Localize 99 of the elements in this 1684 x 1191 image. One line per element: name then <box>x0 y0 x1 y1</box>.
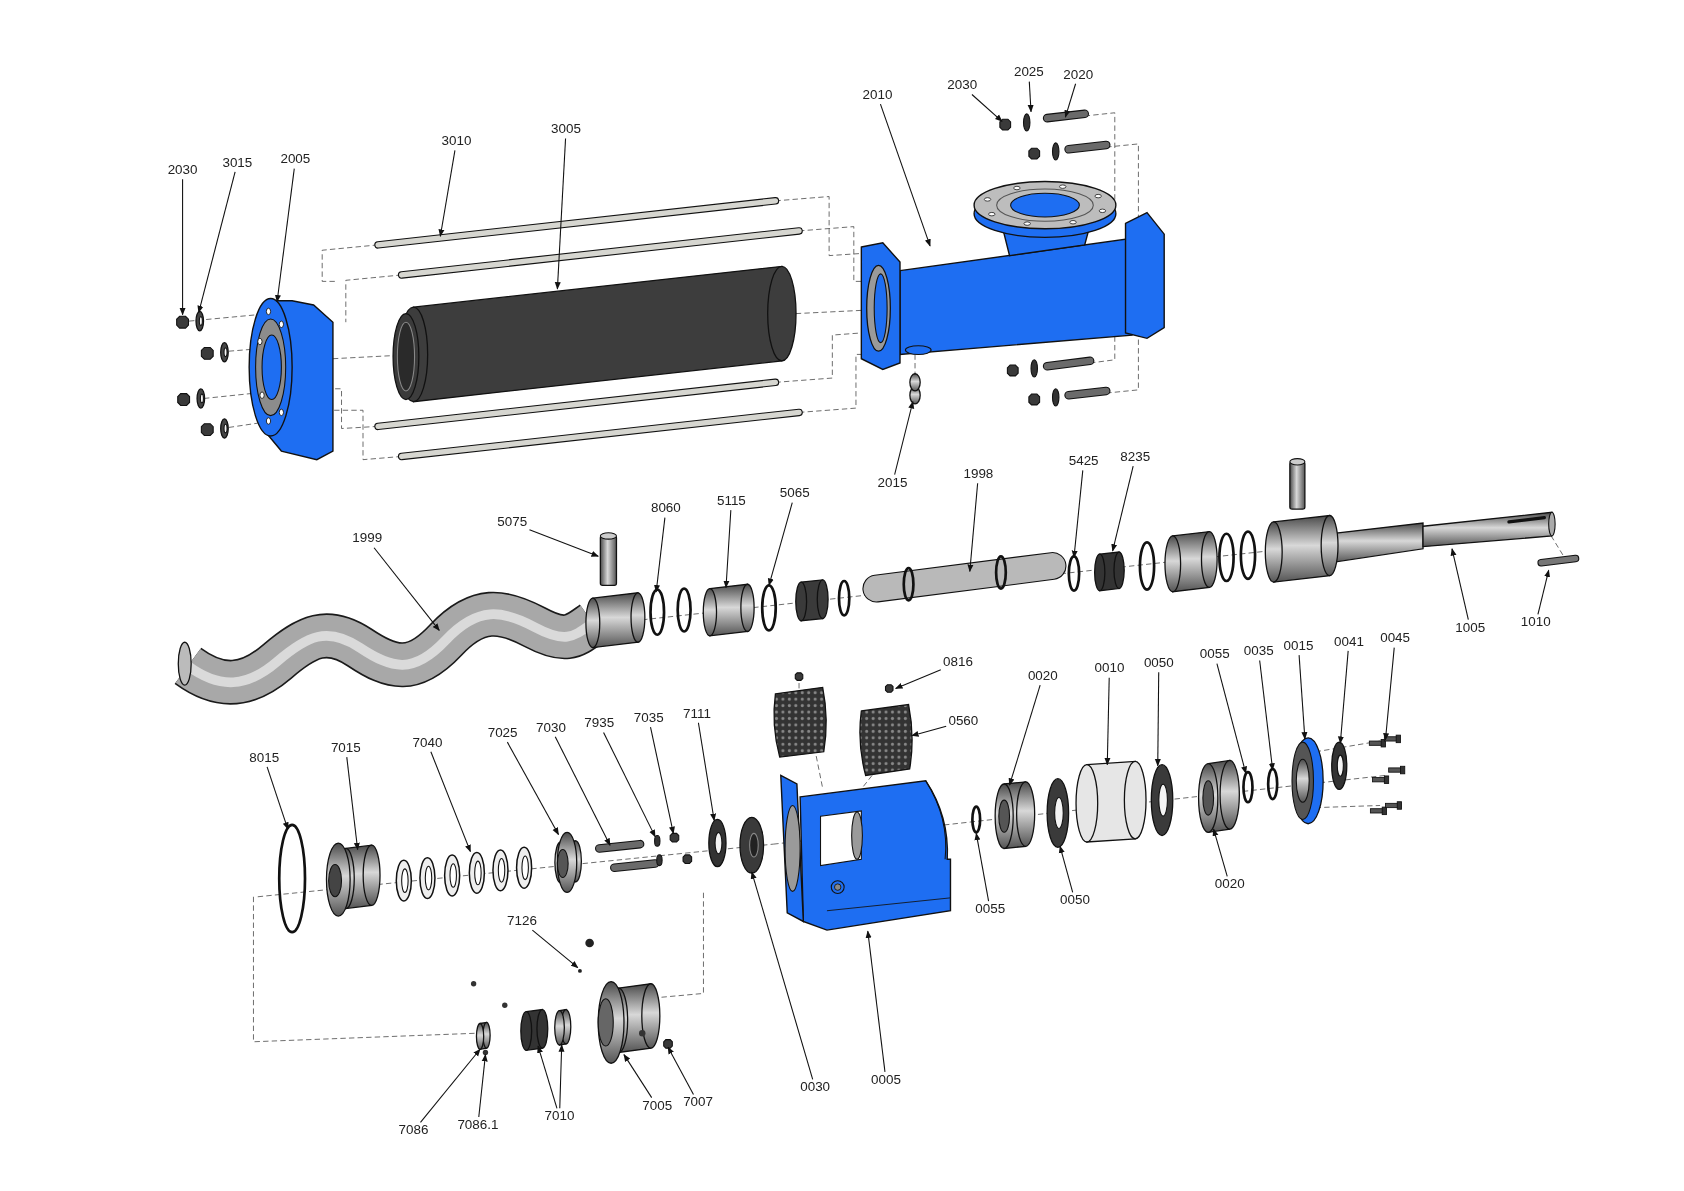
callout-number: 0030 <box>800 1080 831 1096</box>
leader-line <box>537 1045 558 1109</box>
leader-line <box>974 832 990 902</box>
callout-number: 1998 <box>963 467 994 483</box>
leader-line <box>879 103 931 247</box>
callout-number: 0050 <box>1060 893 1090 909</box>
callout-number: 7086.1 <box>457 1118 499 1133</box>
callout-number: 7040 <box>412 735 443 751</box>
leader-line <box>373 547 440 631</box>
callout-number: 8235 <box>1120 450 1151 465</box>
callout-number: 0055 <box>1199 647 1230 663</box>
leader-line <box>894 400 915 476</box>
leader-line <box>478 1053 488 1118</box>
callout-number: 2010 <box>862 88 893 103</box>
leader-line <box>603 731 656 838</box>
callout-number: 5075 <box>497 515 528 531</box>
callout-number: 0020 <box>1027 669 1058 684</box>
leader-line <box>1154 671 1161 767</box>
callout-number: 7030 <box>536 720 566 736</box>
leader-line <box>1298 654 1308 740</box>
leader-line <box>1058 845 1074 893</box>
callout-number: 0015 <box>1283 639 1314 654</box>
callout-number: 3005 <box>551 122 581 138</box>
leader-line <box>697 722 717 822</box>
callout-number: 0055 <box>975 902 1006 918</box>
callout-number: 1005 <box>1455 620 1486 636</box>
callout-number: 0045 <box>1380 631 1411 647</box>
callout-number: 7010 <box>544 1109 575 1125</box>
callout-number: 7086 <box>398 1123 429 1139</box>
callout-number: 7007 <box>683 1095 713 1111</box>
callout-number: 3010 <box>441 134 472 150</box>
callout-number: 7005 <box>642 1098 673 1114</box>
leader-line <box>1071 469 1084 559</box>
callout-number: 5065 <box>779 486 810 502</box>
leader-line <box>528 529 599 557</box>
leader-line <box>1216 663 1247 774</box>
callout-number: 1999 <box>352 531 383 547</box>
leader-line <box>506 741 559 836</box>
leader-line <box>654 517 666 593</box>
callout-number: 7111 <box>683 706 711 722</box>
callout-number: 0020 <box>1214 877 1245 893</box>
callout-number: 0010 <box>1094 661 1125 677</box>
callout-number: 7126 <box>507 914 537 929</box>
callout-number: 0035 <box>1243 644 1274 660</box>
callout-number: 7015 <box>330 741 361 756</box>
leader-line <box>649 726 675 835</box>
callout-number: 0005 <box>871 1073 901 1088</box>
leader-line <box>438 149 456 237</box>
callout-number: 0560 <box>948 714 979 730</box>
leader-line <box>767 502 793 587</box>
callout-number: 5425 <box>1068 454 1099 470</box>
leader-line <box>266 766 289 830</box>
leader-line <box>430 751 471 853</box>
callout-number: 2025 <box>1013 65 1044 81</box>
leader-line <box>274 168 295 303</box>
leader-line <box>1337 650 1349 744</box>
leader-line <box>558 1044 565 1109</box>
callout-number: 7025 <box>487 726 518 741</box>
leader-line <box>667 1046 694 1095</box>
callout-number: 2015 <box>877 475 908 491</box>
leader-line <box>1104 677 1111 766</box>
leader-line <box>1027 81 1034 113</box>
callout-number: 2005 <box>280 152 311 168</box>
leader-line <box>554 138 567 290</box>
leader-line <box>895 669 942 689</box>
leader-line <box>1383 647 1395 741</box>
leader-line <box>1111 465 1134 552</box>
leader-line <box>531 929 579 969</box>
leader-line <box>554 736 611 846</box>
callout-number: 0041 <box>1334 634 1364 650</box>
leader-line <box>179 178 186 316</box>
leader-line <box>1450 548 1469 621</box>
callout-number: 3015 <box>222 155 253 171</box>
leader-line <box>971 93 1003 122</box>
leader-line <box>1008 684 1041 786</box>
callout-number: 2020 <box>1063 67 1094 83</box>
callout-number: 0816 <box>943 655 973 671</box>
callout-number: 5115 <box>716 494 746 509</box>
callout-number: 0050 <box>1143 656 1174 672</box>
callout-number: 8060 <box>650 501 681 517</box>
leader-line <box>1064 83 1077 118</box>
leader-line <box>865 930 886 1073</box>
callout-number: 7035 <box>633 711 664 726</box>
callout-number: 7935 <box>584 716 615 732</box>
callout-number: 2030 <box>167 163 198 179</box>
leader-line <box>1212 828 1228 877</box>
leader-line <box>1259 659 1275 771</box>
leader-line <box>623 1054 653 1099</box>
leader-line <box>967 482 979 573</box>
leader-line <box>750 871 814 1080</box>
leader-line <box>346 756 360 851</box>
leader-line <box>1537 569 1550 615</box>
callout-number: 2030 <box>947 78 978 94</box>
callout-number: 1010 <box>1520 615 1551 631</box>
leader-line <box>419 1048 481 1123</box>
leader-line <box>911 725 947 737</box>
callout-number: 8015 <box>249 750 280 766</box>
leader-line <box>197 171 236 314</box>
leader-line <box>723 509 732 589</box>
